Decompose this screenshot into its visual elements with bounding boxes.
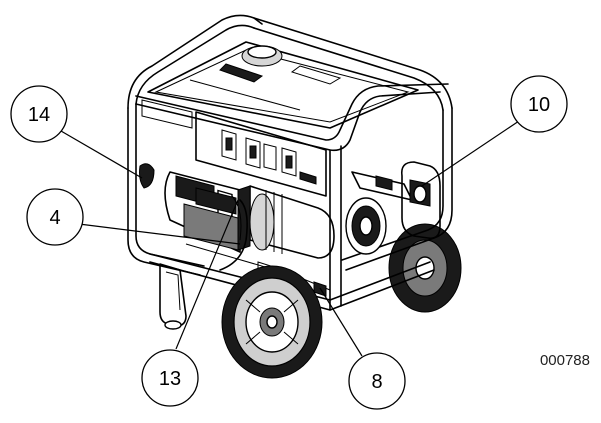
leader-line-14 (60, 130, 143, 179)
fuel-tank (147, 41, 419, 129)
leader-lines (60, 120, 520, 357)
generator-illustration (127, 14, 462, 379)
recoil-starter (345, 171, 413, 255)
front-wheel (221, 265, 323, 379)
leader-line-10 (421, 120, 520, 187)
callout-circle (26, 188, 84, 246)
callout-14: 14 (10, 85, 68, 143)
callout-4: 4 (26, 188, 84, 246)
callout-8: 8 (348, 352, 406, 410)
callout-13: 13 (141, 349, 199, 407)
tube-frame (127, 14, 453, 311)
callout-label: 14 (28, 104, 50, 126)
callout-10: 10 (510, 75, 568, 133)
leader-line-4 (78, 223, 241, 245)
figure-code: 000788 (540, 352, 590, 369)
callout-circle (10, 85, 68, 143)
rear-wheel (388, 223, 462, 313)
callout-circle (348, 352, 406, 410)
support-leg (159, 263, 187, 330)
leader-line-8 (319, 287, 363, 357)
callout-label: 13 (159, 368, 181, 390)
leader-line-13 (175, 199, 239, 350)
callout-label: 4 (49, 207, 60, 229)
callout-label: 8 (371, 371, 382, 393)
muffler (400, 161, 441, 240)
callout-label: 10 (528, 94, 550, 116)
callout-circle (141, 349, 199, 407)
callout-circle (510, 75, 568, 133)
